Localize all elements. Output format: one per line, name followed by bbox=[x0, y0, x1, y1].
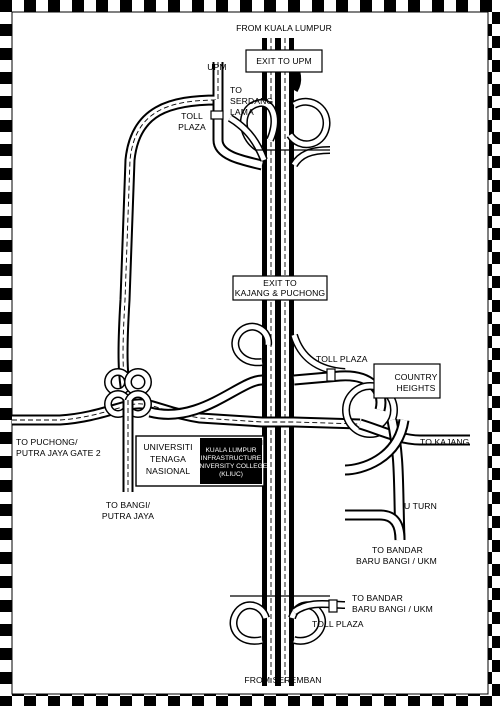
from-seremban-label: FROM SEREMBAN bbox=[244, 675, 321, 685]
to-serdang-line2: SERDANG bbox=[230, 96, 273, 106]
to-bangi-line2: PUTRA JAYA bbox=[102, 511, 154, 521]
kliuc-line1: KUALA LUMPUR bbox=[206, 447, 257, 454]
road-network bbox=[12, 38, 470, 686]
uniten-line3: NASIONAL bbox=[146, 466, 190, 476]
toll-booths bbox=[210, 110, 338, 613]
exit-kajang-sign: EXIT TO KAJANG & PUCHONG bbox=[232, 275, 328, 301]
kliuc-line2: INFRASTRUCTURE bbox=[201, 455, 262, 462]
llm-label: LLM bbox=[249, 440, 263, 447]
main-highway bbox=[262, 38, 294, 686]
to-puchong-line1: TO PUCHONG/ bbox=[16, 437, 78, 447]
country-heights-junction bbox=[293, 370, 470, 541]
toll-plaza-mid-label: TOLL PLAZA bbox=[316, 354, 368, 364]
clover-interchange bbox=[104, 368, 152, 418]
to-puchong-line2: PUTRA JAYA GATE 2 bbox=[16, 448, 101, 458]
bandar-label-1-line1: TO BANDAR bbox=[372, 545, 423, 555]
toll-plaza-top-line1: TOLL bbox=[181, 111, 203, 121]
toll-booth-top bbox=[210, 110, 224, 120]
upm-label: UPM bbox=[207, 62, 226, 72]
uniten-line2: TENAGA bbox=[150, 454, 186, 464]
bandar-label-2-line2: BARU BANGI / UKM bbox=[352, 604, 433, 614]
puchong-kajang-road bbox=[12, 374, 361, 430]
to-kajang-label: TO KAJANG bbox=[420, 437, 470, 447]
bandar-label-1-line2: BARU BANGI / UKM bbox=[356, 556, 437, 566]
country-heights-line2: HEIGHTS bbox=[397, 383, 436, 393]
to-serdang-line1: TO bbox=[230, 85, 242, 95]
country-heights-line1: COUNTRY bbox=[394, 372, 437, 382]
bandar-label-2-line1: TO BANDAR bbox=[352, 593, 403, 603]
toll-plaza-bottom-label: TOLL PLAZA bbox=[312, 619, 364, 629]
u-turn-label: U TURN bbox=[404, 501, 437, 511]
exit-kajang-label-line1: EXIT TO bbox=[263, 278, 297, 288]
exit-upm-label: EXIT TO UPM bbox=[256, 56, 312, 66]
toll-booth-mid bbox=[326, 368, 336, 382]
to-serdang-line3: LAMA bbox=[230, 107, 254, 117]
exit-upm-sign: EXIT TO UPM bbox=[245, 49, 323, 73]
country-heights-box: COUNTRY HEIGHTS bbox=[373, 363, 441, 399]
map-labels: FROM KUALA LUMPUR UPM TO SERDANG LAMA TO… bbox=[16, 23, 470, 685]
kliuc-line3: UNIVERSITY COLLEGE bbox=[195, 463, 268, 470]
to-bangi-line1: TO BANGI/ bbox=[106, 500, 151, 510]
toll-plaza-top-line2: PLAZA bbox=[178, 122, 206, 132]
upm-interchange bbox=[227, 65, 331, 168]
from-kl-label: FROM KUALA LUMPUR bbox=[236, 23, 332, 33]
ukm-interchange bbox=[229, 595, 346, 645]
exit-kajang-label-line2: KAJANG & PUCHONG bbox=[235, 288, 326, 298]
kliuc-block: KUALA LUMPUR INFRASTRUCTURE UNIVERSITY C… bbox=[195, 438, 268, 484]
uniten-line1: UNIVERSITI bbox=[143, 442, 192, 452]
toll-booth-bottom bbox=[328, 599, 338, 613]
kliuc-line4: (KLIUC) bbox=[219, 471, 243, 478]
